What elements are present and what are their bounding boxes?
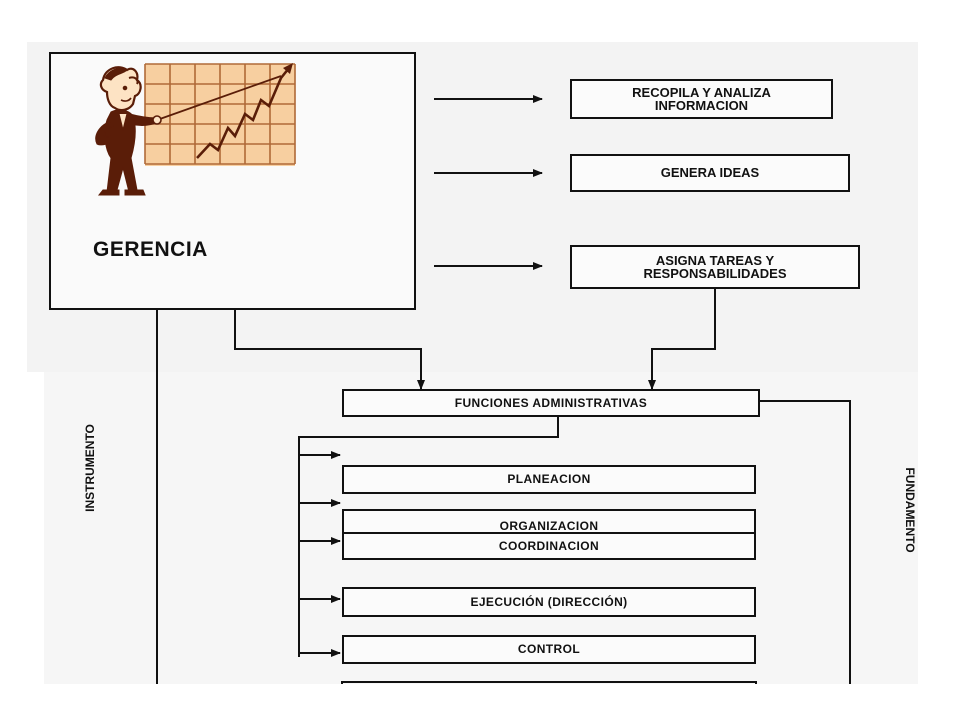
planeacion-box: PLANEACION [342,465,756,494]
partial-box-edge [341,681,757,684]
gerencia-title: GERENCIA [93,238,208,261]
coordinacion-label: COORDINACION [498,538,600,553]
funciones-branch [298,417,559,657]
asigna-to-funciones [648,289,716,390]
control-label: CONTROL [517,642,581,657]
asigna-tareas-label: ASIGNA TAREAS Y RESPONSABILIDADES [643,252,787,281]
fundamento-line [760,400,851,684]
planeacion-label: PLANEACION [507,472,591,487]
recopila-box: RECOPILA Y ANALIZA INFORMACION [570,79,833,119]
gerencia-to-funciones [234,310,425,390]
coordinacion-box: COORDINACION [342,532,756,560]
asigna-tareas-box: ASIGNA TAREAS Y RESPONSABILIDADES [570,245,860,289]
ejecucion-box: EJECUCIÓN (DIRECCIÓN) [342,587,756,617]
genera-ideas-label: GENERA IDEAS [660,165,760,181]
fundamento-label: FUNDAMENTO [903,467,917,553]
funciones-header-box: FUNCIONES ADMINISTRATIVAS [342,389,760,417]
manager-pointing-chart-icon [95,63,296,196]
control-box: CONTROL [342,635,756,664]
recopila-label: RECOPILA Y ANALIZA INFORMACION [632,84,771,113]
genera-ideas-box: GENERA IDEAS [570,154,850,192]
funciones-header-label: FUNCIONES ADMINISTRATIVAS [454,395,648,410]
organizacion-label: ORGANIZACION [499,518,599,533]
instrumento-label: INSTRUMENTO [83,424,97,512]
ejecucion-label: EJECUCIÓN (DIRECCIÓN) [470,594,628,609]
